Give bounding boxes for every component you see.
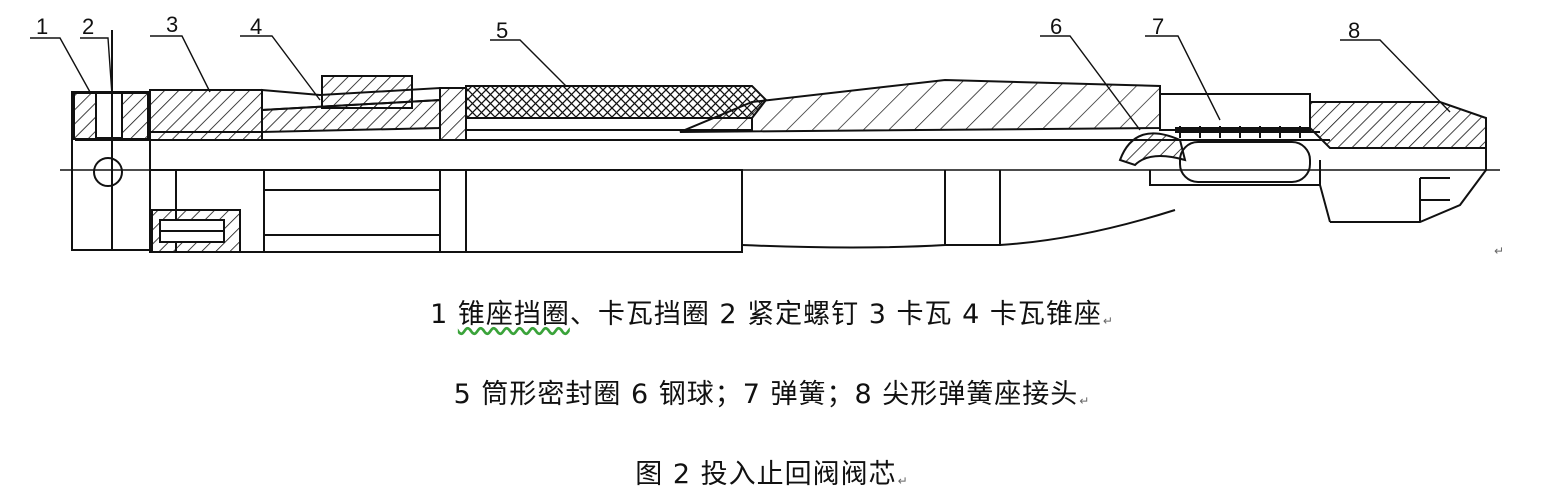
paragraph-mark: ↵: [897, 474, 909, 488]
legend-line-1-rest: 、卡瓦挡圈 2 紧定螺钉 3 卡瓦 4 卡瓦锥座: [569, 299, 1102, 330]
slip: [149, 89, 263, 133]
legend-lead-number: 1: [430, 299, 449, 330]
part-number-6: 6: [1050, 14, 1062, 39]
spring-housing: [1159, 93, 1311, 131]
part-number-1: 1: [36, 14, 48, 39]
figure-caption: 图 2 投入止回阀阀芯↵: [0, 452, 1544, 491]
legend-line-2-text: 5 筒形密封圈 6 钢球；7 弹簧；8 尖形弹簧座接头: [453, 379, 1079, 410]
paragraph-mark: ↵: [1102, 314, 1114, 328]
legend-line-2: 5 筒形密封圈 6 钢球；7 弹簧；8 尖形弹簧座接头↵: [0, 372, 1544, 411]
part-number-2: 2: [82, 14, 94, 39]
legend-underlined-term: 锥座挡圈: [457, 299, 570, 330]
figure-caption-text: 图 2 投入止回阀阀芯: [635, 459, 897, 490]
paragraph-mark: ↵: [1079, 394, 1091, 408]
paragraph-mark: ↵: [1494, 244, 1505, 258]
legend-line-1: 1 锥座挡圈、卡瓦挡圈 2 紧定螺钉 3 卡瓦 4 卡瓦锥座↵: [0, 292, 1544, 331]
steel-ball: [1118, 132, 1187, 167]
part-number-8: 8: [1348, 18, 1360, 43]
nose-spring-seat-joint: [1309, 101, 1487, 149]
tubular-seal: [465, 85, 768, 119]
spring: [1175, 126, 1320, 138]
valve-core-drawing: 1 2 3 4 5 6 7 8: [30, 12, 1500, 253]
part-number-3: 3: [166, 12, 178, 37]
part-number-5: 5: [496, 18, 508, 43]
part-number-4: 4: [250, 14, 262, 39]
part-number-7: 7: [1152, 14, 1164, 39]
set-screw-hole: [93, 157, 123, 187]
